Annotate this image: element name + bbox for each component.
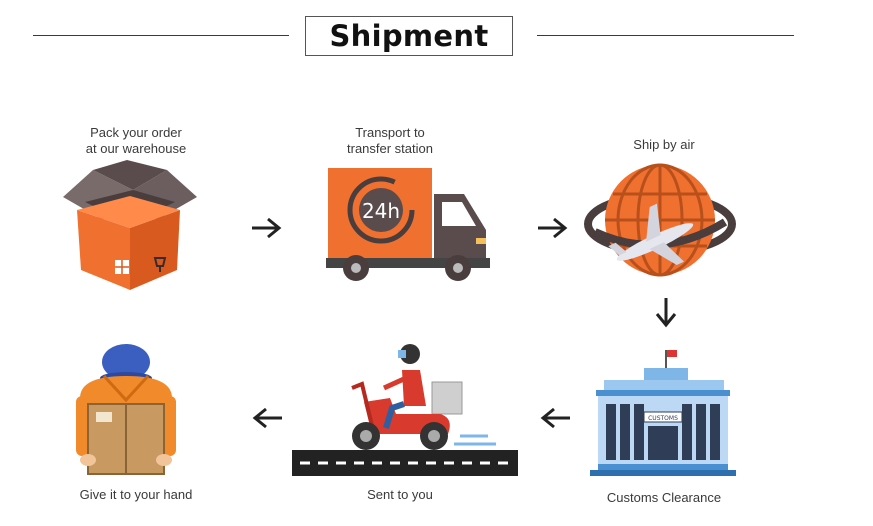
truck-badge-text: 24h xyxy=(362,199,400,223)
step-label-customs: Customs Clearance xyxy=(606,490,722,505)
step-label-sent: Sent to you xyxy=(367,487,433,502)
globe-plane-icon xyxy=(584,163,736,277)
header-rule-left xyxy=(33,35,289,36)
scooter-courier-icon xyxy=(292,344,518,476)
customs-sign-text: CUSTOMS xyxy=(648,415,678,422)
box-icon xyxy=(63,160,197,290)
arrow-left-icon xyxy=(252,407,282,429)
step-label-transport: Transport to transfer station xyxy=(347,125,433,156)
arrow-right-icon xyxy=(538,217,568,239)
arrow-right-icon xyxy=(252,217,282,239)
step-label-hand: Give it to your hand xyxy=(79,487,193,502)
person-with-package-icon xyxy=(76,344,176,475)
header-rule-right xyxy=(537,35,794,36)
step-label-air: Ship by air xyxy=(633,137,695,152)
arrow-left-icon xyxy=(540,407,570,429)
truck-icon: 24h xyxy=(326,168,490,281)
arrow-down-icon xyxy=(655,298,677,328)
page-title: Shipment xyxy=(305,16,513,56)
step-label-pack: Pack your order at our warehouse xyxy=(85,125,187,156)
customs-building-icon: CUSTOMS xyxy=(590,350,736,476)
